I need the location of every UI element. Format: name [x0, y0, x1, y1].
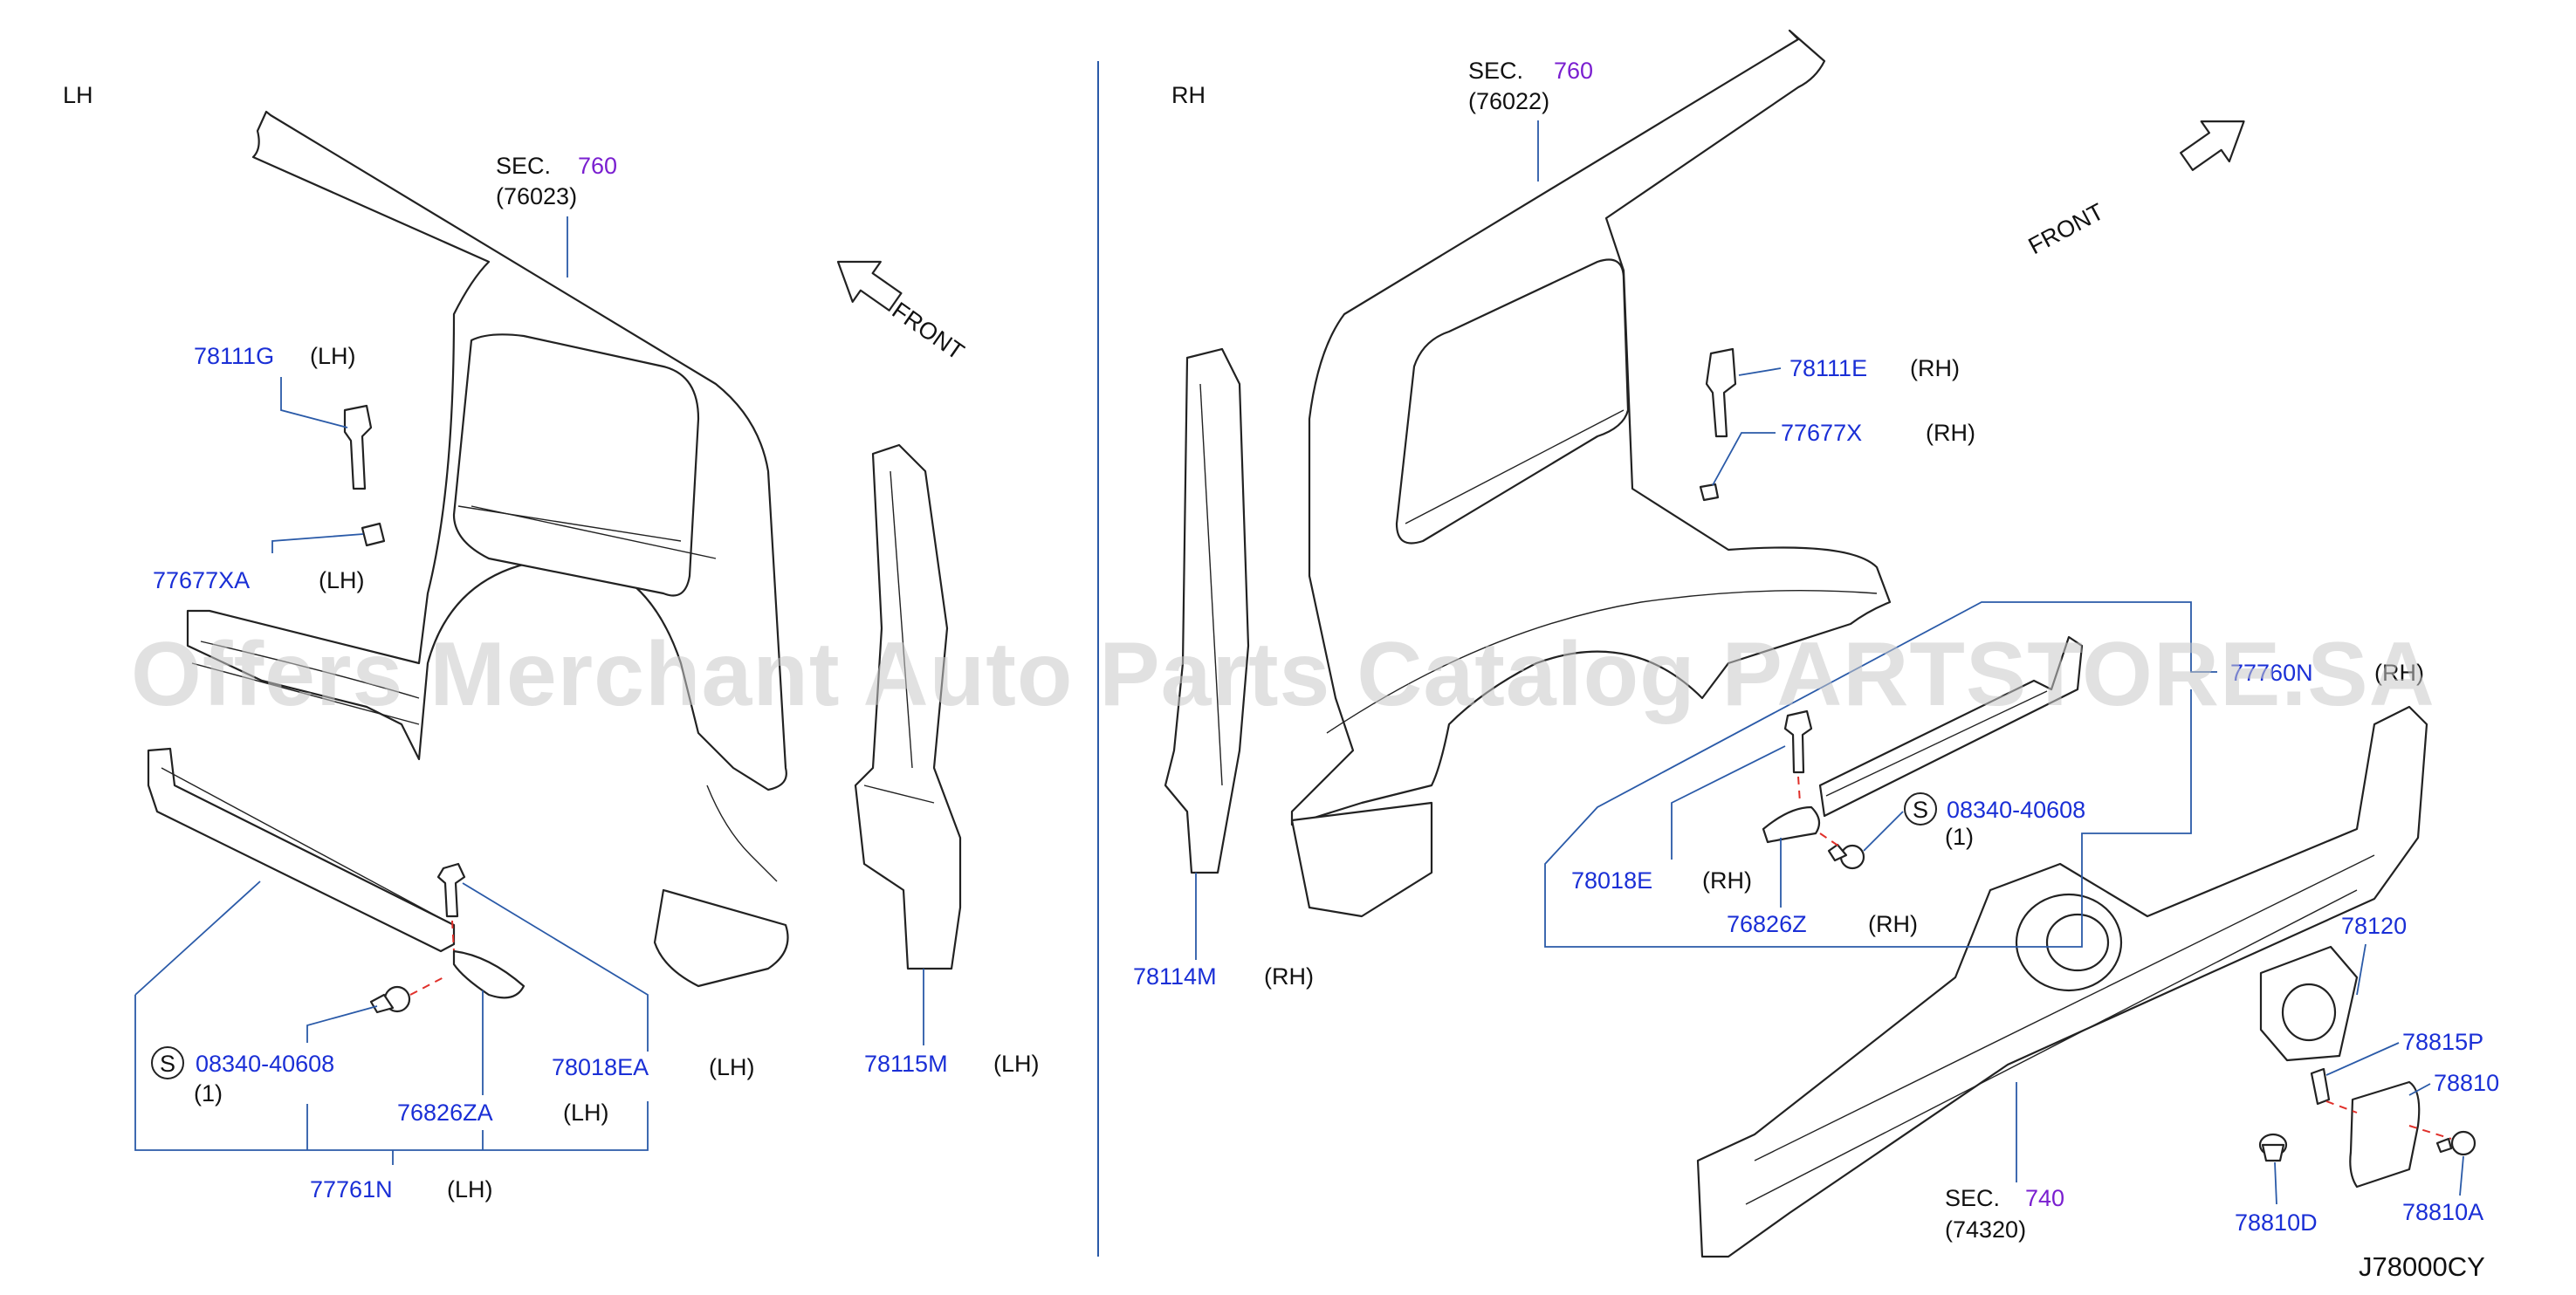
lh-bracket-78111g — [343, 404, 373, 490]
rh-78111e-leader — [1738, 367, 1782, 376]
lh-screw-s: S — [160, 1051, 175, 1077]
rh-part-77760n-side: (RH) — [2374, 660, 2424, 686]
lh-part-78111g-side: (LH) — [310, 343, 356, 369]
lh-part-77677xa-side: (LH) — [319, 567, 365, 593]
rh-78018e-leader — [1671, 745, 1786, 860]
lh-screw-s-badge — [151, 1046, 184, 1079]
rh-part-77677x-side: (RH) — [1926, 420, 1975, 446]
lh-part-78018ea[interactable]: 78018EA — [552, 1054, 649, 1080]
lh-pillar-78115m — [854, 443, 962, 970]
rh-cap-76826z — [1762, 805, 1821, 844]
rh-part-76826z[interactable]: 76826Z — [1727, 911, 1807, 937]
rh-bolt-78018e — [1783, 709, 1813, 804]
rh-part-78111e-side: (RH) — [1910, 355, 1960, 381]
rh-rocker-74320 — [1696, 705, 2428, 1258]
rh-clip-78810d — [2258, 1133, 2288, 1162]
rh-77677x-leader — [1712, 432, 1776, 486]
rh-78810a-leader — [2459, 1155, 2464, 1196]
rh-front-arrow-icon — [2180, 120, 2245, 171]
lh-part-77761n-side: (LH) — [447, 1176, 493, 1202]
rh-part-78810a[interactable]: 78810A — [2402, 1199, 2483, 1225]
rh-housing-78120 — [2259, 945, 2359, 1062]
rh-78810d-leader — [2274, 1161, 2277, 1205]
lh-quarter-panel — [186, 110, 789, 988]
watermark: Offers Merchant Auto Parts Catalog PARTS… — [131, 624, 2435, 725]
rh-bolt-78810a — [2435, 1130, 2476, 1156]
rh-sec760-prefix: SEC. — [1468, 58, 1523, 84]
lh-sec760-num[interactable]: 760 — [578, 153, 617, 179]
lh-clip-77677xa — [361, 522, 386, 547]
lh-part-78115m[interactable]: 78115M — [864, 1051, 948, 1077]
lh-sec760-ref: (76023) — [496, 183, 577, 209]
lh-part-78111g[interactable]: 78111G — [194, 343, 274, 369]
rh-part-78114m-side: (RH) — [1264, 963, 1314, 990]
rh-lid-78810 — [2325, 1080, 2452, 1189]
rh-seal-78815p — [2310, 1067, 2331, 1106]
rh-77760n-bracket — [1544, 601, 2217, 948]
lh-front-arrow-icon — [836, 260, 903, 312]
lh-front-label: FRONT — [888, 297, 969, 365]
rh-part-78815p[interactable]: 78815P — [2402, 1029, 2483, 1055]
lh-part-78115m-side: (LH) — [993, 1051, 1040, 1077]
lh-bolt-78018ea — [436, 862, 466, 952]
lh-sill-bracket — [134, 995, 649, 1151]
rh-screw — [1819, 832, 1865, 870]
lh-part-77761n[interactable]: 77761N — [310, 1176, 393, 1202]
rh-part-78810[interactable]: 78810 — [2434, 1070, 2499, 1096]
rh-part-76826z-side: (RH) — [1868, 911, 1918, 937]
lh-sill-cover — [147, 747, 456, 953]
rh-screw-leader — [1863, 811, 1904, 852]
rh-front-label: FRONT — [2024, 198, 2108, 259]
rh-78810-leader — [2408, 1083, 2431, 1096]
lh-77677xa-leader — [271, 533, 364, 553]
rh-screw-s-badge — [1904, 792, 1937, 826]
rh-sec740-num[interactable]: 740 — [2025, 1185, 2064, 1211]
rh-part-77677x[interactable]: 77677X — [1781, 420, 1862, 446]
lh-part-76826za-side: (LH) — [563, 1100, 609, 1126]
rh-part-78114m[interactable]: 78114M — [1133, 963, 1217, 990]
rh-pillar-78114m — [1164, 347, 1250, 874]
rh-screw-qty: (1) — [1945, 824, 1974, 850]
rh-part-78018e[interactable]: 78018E — [1571, 867, 1652, 894]
lh-part-78018ea-side: (LH) — [709, 1054, 755, 1080]
rh-sill-cover-77760n — [1818, 635, 2084, 818]
rh-clip-77677x — [1699, 483, 1720, 502]
rh-part-78111e[interactable]: 78111E — [1789, 355, 1867, 381]
lh-sill-leader — [134, 880, 261, 996]
lh-cap-76826za — [452, 949, 526, 999]
lh-sec760-prefix: SEC. — [496, 153, 551, 179]
lh-part-77677xa[interactable]: 77677XA — [153, 567, 250, 593]
rh-78120-leader — [2356, 943, 2366, 996]
rh-sec760-num[interactable]: 760 — [1554, 58, 1593, 84]
figure-code: J78000CY — [2359, 1251, 2485, 1282]
lh-part-76826za[interactable]: 76826ZA — [397, 1100, 493, 1126]
lh-78111g-leader — [280, 377, 348, 428]
rh-part-78018e-side: (RH) — [1702, 867, 1752, 894]
rh-part-78810d[interactable]: 78810D — [2235, 1209, 2318, 1236]
rh-part-77760n[interactable]: 77760N — [2230, 660, 2313, 686]
rh-sec740-ref: (74320) — [1945, 1216, 2026, 1243]
lh-78018ea-leader — [462, 882, 649, 1052]
lh-screw-leader — [306, 1005, 378, 1043]
rh-part-78120[interactable]: 78120 — [2341, 913, 2407, 939]
rh-sec760-ref: (76022) — [1468, 88, 1549, 114]
lh-screw-qty: (1) — [194, 1080, 223, 1107]
rh-screw-s: S — [1913, 797, 1928, 823]
rh-bracket-78111e — [1705, 347, 1737, 438]
lh-side-label: LH — [63, 82, 93, 108]
lh-part-08340-40608[interactable]: 08340-40608 — [196, 1051, 334, 1077]
rh-part-08340-40608[interactable]: 08340-40608 — [1947, 797, 2085, 823]
rh-quarter-panel — [1290, 29, 1892, 918]
rh-sec740-prefix: SEC. — [1945, 1185, 2000, 1211]
rh-side-label: RH — [1171, 82, 1206, 108]
lh-screw — [369, 975, 448, 1014]
rh-78815p-leader — [2325, 1042, 2400, 1076]
